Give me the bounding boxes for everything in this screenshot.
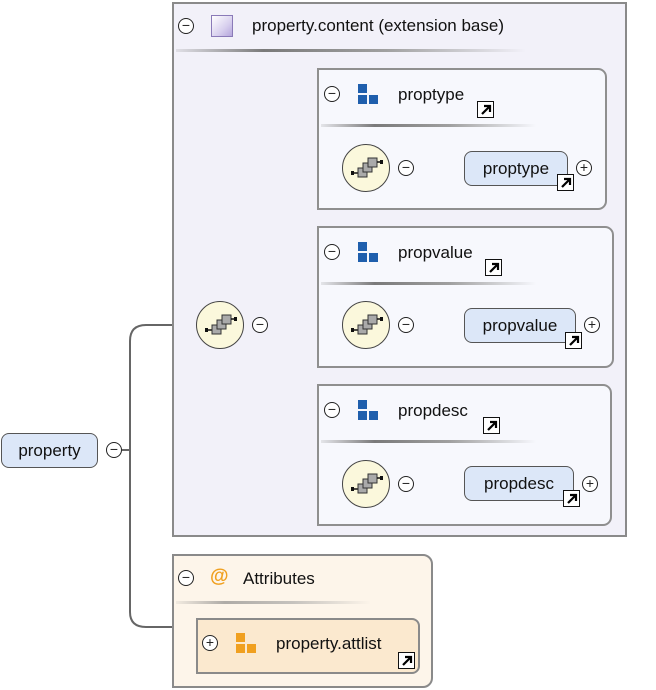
- attribute-at-icon: @: [210, 566, 229, 587]
- collapse-toggle[interactable]: −: [324, 402, 340, 418]
- group-title: propvalue: [398, 243, 473, 262]
- group-icon: [358, 400, 378, 420]
- reference-link-icon[interactable]: [565, 332, 582, 349]
- attributes-title: Attributes: [243, 569, 315, 588]
- expand-toggle[interactable]: +: [584, 317, 600, 333]
- collapse-toggle[interactable]: −: [398, 160, 414, 176]
- expand-toggle[interactable]: +: [202, 635, 218, 651]
- reference-link-icon[interactable]: [477, 101, 494, 118]
- divider: [176, 601, 371, 604]
- collapse-toggle[interactable]: −: [324, 244, 340, 260]
- collapse-toggle[interactable]: −: [178, 570, 194, 586]
- sequence-compositor[interactable]: [196, 301, 244, 349]
- element-label: propvalue: [482, 315, 558, 335]
- reference-link-icon[interactable]: [557, 174, 574, 191]
- sequence-icon: [351, 157, 383, 178]
- attribute-group-property-attlist[interactable]: [196, 618, 420, 674]
- group-title: proptype: [398, 85, 465, 104]
- complex-type-icon: [211, 15, 233, 37]
- reference-link-icon[interactable]: [398, 652, 415, 669]
- element-label: property: [18, 440, 81, 460]
- sequence-icon: [205, 314, 237, 335]
- collapse-toggle[interactable]: −: [398, 317, 414, 333]
- collapse-toggle[interactable]: −: [398, 476, 414, 492]
- reference-link-icon[interactable]: [483, 417, 500, 434]
- divider: [321, 440, 536, 443]
- element-label: propdesc: [484, 473, 554, 493]
- sequence-compositor[interactable]: [342, 460, 390, 508]
- attribute-group-icon: [236, 633, 256, 653]
- group-title: propdesc: [398, 401, 468, 420]
- sequence-icon: [351, 473, 383, 494]
- expand-toggle[interactable]: +: [582, 476, 598, 492]
- divider: [321, 282, 536, 285]
- divider: [176, 49, 526, 52]
- divider: [321, 124, 536, 127]
- attlist-label: property.attlist: [276, 634, 382, 653]
- element-propvalue[interactable]: propvalue: [464, 308, 576, 343]
- reference-link-icon[interactable]: [563, 490, 580, 507]
- collapse-toggle[interactable]: −: [252, 317, 268, 333]
- sequence-icon: [351, 314, 383, 335]
- sequence-compositor[interactable]: [342, 144, 390, 192]
- group-icon: [358, 242, 378, 262]
- element-propdesc[interactable]: propdesc: [464, 466, 574, 501]
- expand-toggle[interactable]: +: [576, 160, 592, 176]
- collapse-toggle[interactable]: −: [324, 86, 340, 102]
- root-element-property[interactable]: property: [1, 433, 98, 468]
- element-label: proptype: [482, 158, 550, 178]
- element-proptype[interactable]: proptype: [464, 151, 568, 186]
- extension-group-title: property.content (extension base): [252, 16, 504, 35]
- group-icon: [358, 84, 378, 104]
- collapse-toggle[interactable]: −: [178, 18, 194, 34]
- collapse-toggle[interactable]: −: [106, 442, 122, 458]
- sequence-compositor[interactable]: [342, 301, 390, 349]
- reference-link-icon[interactable]: [485, 259, 502, 276]
